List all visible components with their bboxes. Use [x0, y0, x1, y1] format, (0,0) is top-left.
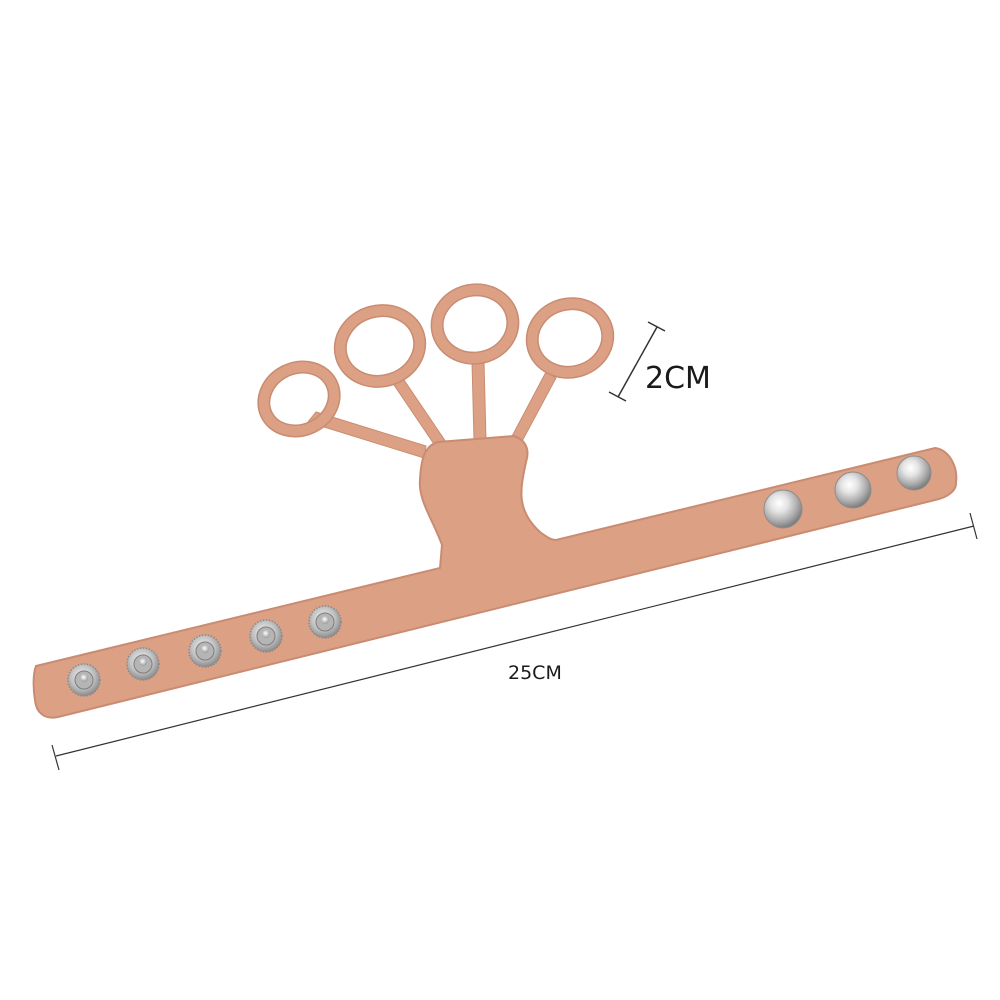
- strap-length-dimension: 25CM: [51, 512, 978, 771]
- snap-dome: [834, 471, 872, 509]
- finger-ring: [509, 297, 615, 446]
- finger-ring: [333, 304, 447, 448]
- snap-dome: [763, 489, 803, 529]
- snap-sockets: [67, 605, 342, 697]
- snap-dome: [896, 455, 932, 491]
- snap-socket: [126, 647, 160, 681]
- snap-socket: [249, 619, 283, 653]
- strap-body: [32, 434, 958, 719]
- snap-socket: [188, 634, 222, 668]
- finger-rings: [257, 283, 615, 459]
- strap-length-label: 25CM: [508, 662, 562, 684]
- snap-socket: [308, 605, 342, 639]
- snap-domes: [763, 455, 932, 529]
- finger-ring: [430, 283, 520, 441]
- snap-socket: [67, 663, 101, 697]
- ring-size-label: 2CM: [645, 361, 711, 396]
- ring-size-dimension: 2CM: [608, 321, 711, 402]
- finger-ring: [257, 360, 427, 459]
